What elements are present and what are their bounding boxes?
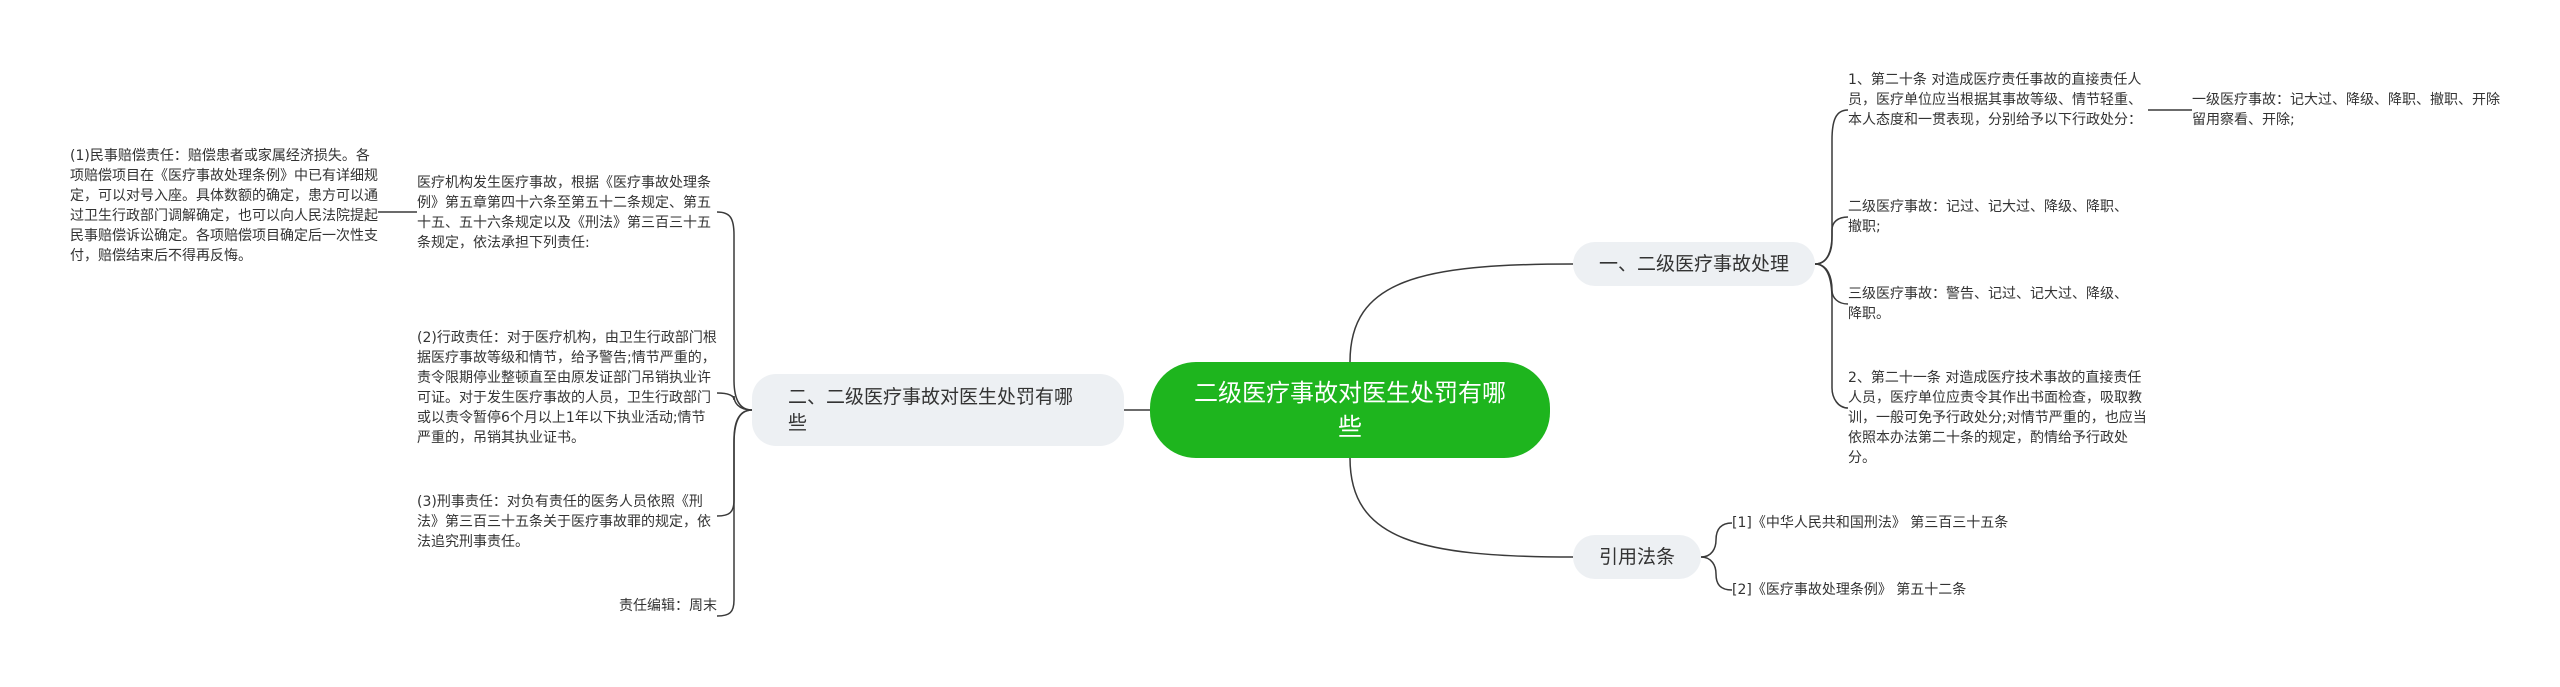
branch-doctor-penalties[interactable]: 二、二级医疗事故对医生处罚有哪些 (752, 374, 1124, 446)
leaf-level1-penalties[interactable]: 一级医疗事故：记大过、降级、降职、撤职、开除留用察看、开除; (2192, 92, 2500, 128)
connector-branch2-to-cite2 (1700, 556, 1733, 591)
root-topic[interactable]: 二级医疗事故对医生处罚有哪些 (1150, 362, 1550, 458)
leaf-criminal-liability[interactable]: (3)刑事责任：对负有责任的医务人员依照《刑法》第三百三十五条关于医疗事故罪的规… (417, 494, 711, 550)
connector-branch1-to-leaf2 (1814, 216, 1849, 265)
leaf-level3-penalties[interactable]: 三级医疗事故：警告、记过、记大过、降级、降职。 (1848, 286, 2128, 322)
leaf-civil-liability[interactable]: (1)民事赔偿责任：赔偿患者或家属经济损失。各项赔偿项目在《医疗事故处理条例》中… (70, 148, 378, 264)
leaf-article-21[interactable]: 2、第二十一条 对造成医疗技术事故的直接责任人员，医疗单位应责令其作出书面检查，… (1848, 370, 2147, 466)
leaf-citation-criminal-law[interactable]: [1]《中华人民共和国刑法》 第三百三十五条 (1732, 515, 2009, 531)
connector-root-to-branch1 (1349, 263, 1574, 363)
branch-cited-laws[interactable]: 引用法条 (1573, 535, 1701, 579)
branch-level2-handling[interactable]: 一、二级医疗事故处理 (1573, 242, 1815, 286)
leaf-administrative-liability[interactable]: (2)行政责任：对于医疗机构，由卫生行政部门根据医疗事故等级和情节，给予警告;情… (417, 330, 717, 446)
connector-left-to-leaf1 (716, 211, 753, 411)
connector-branch2-to-cite1 (1700, 522, 1733, 558)
leaf-article-20[interactable]: 1、第二十条 对造成医疗责任事故的直接责任人员，医疗单位应当根据其事故等级、情节… (1848, 72, 2142, 128)
connector-root-to-branch2 (1349, 457, 1574, 558)
connector-left-to-leaf4 (716, 409, 753, 617)
leaf-editor[interactable]: 责任编辑：周末 (619, 598, 717, 614)
leaf-level2-penalties[interactable]: 二级医疗事故：记过、记大过、降级、降职、撤职; (1848, 199, 2128, 235)
connector-branch1-to-leaf4 (1814, 263, 1849, 409)
connector-left-to-leaf2 (716, 392, 753, 411)
leaf-citation-accident-regulation[interactable]: [2]《医疗事故处理条例》 第五十二条 (1732, 582, 1967, 598)
leaf-liabilities-intro[interactable]: 医疗机构发生医疗事故，根据《医疗事故处理条例》第五章第四十六条至第五十二条规定、… (417, 175, 711, 251)
